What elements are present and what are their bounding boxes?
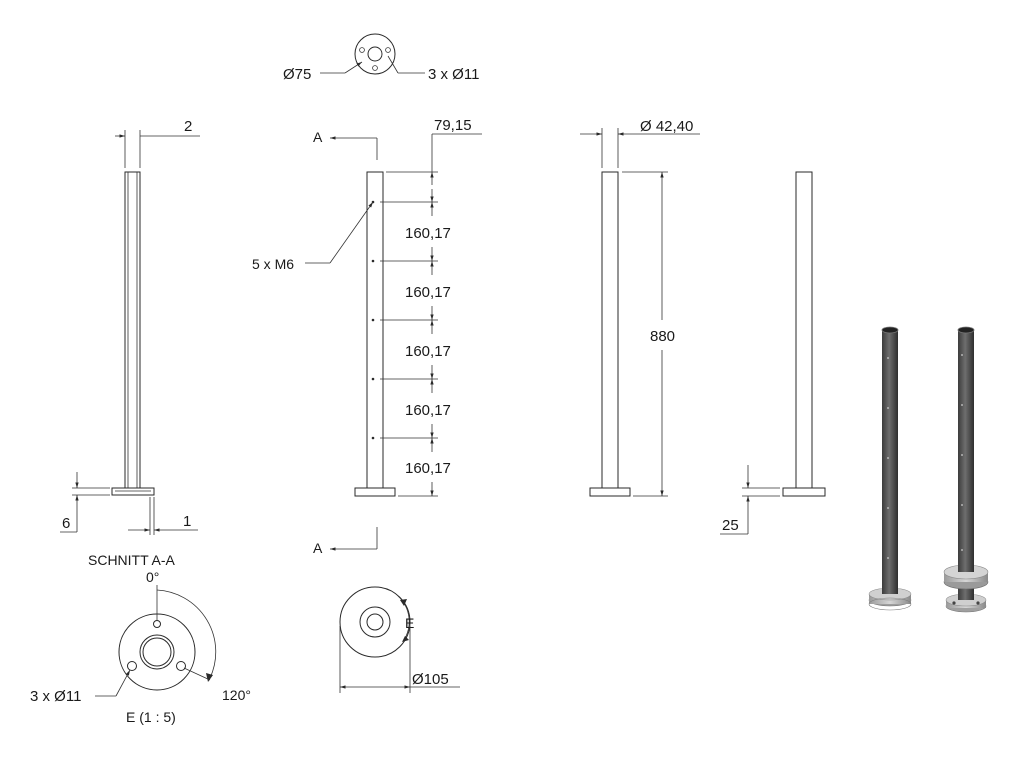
thread-hole [371,259,375,263]
render-hole [887,407,889,409]
render-tube [882,330,898,594]
render-base-edge [868,597,912,611]
right-view-tube [601,171,619,489]
render-post-2 [943,326,989,613]
detail-arrow [402,636,409,642]
spacing-dimension: 160,17 [405,343,451,360]
offset-dimension: 1 [183,513,191,530]
render-tube-top [957,326,975,334]
far-right-view-tube [795,171,813,489]
top-view-holes-label: 3 x Ø11 [428,66,479,83]
far-right-view-flange [782,487,826,497]
render-flange-hole [952,601,956,605]
render-hole [887,357,889,359]
angle-arc [156,589,217,679]
top-view-outer-circle [354,33,396,75]
render-tube-top [881,326,899,334]
leader-line [344,61,363,74]
render-hole [961,549,963,551]
base-height-dimension: 25 [722,517,739,534]
spacing-dimension: 160,17 [405,225,451,242]
top-view-hole [359,47,365,53]
right-view-flange [589,487,631,497]
detail-view: 0° 120° 3 x Ø11 E (1 : 5) [30,569,251,725]
angle-arrow [206,673,213,682]
detail-angle-top: 0° [146,569,159,585]
top-view-inner-circle [367,46,383,62]
section-marker-top: A [313,129,323,145]
leader-line [387,55,399,74]
detail-title: E (1 : 5) [126,709,176,725]
section-marker-bottom: A [313,540,323,556]
render-flange-hole [976,601,980,605]
detail-outer-circle [118,613,196,691]
section-diameter-dimension: Ø105 [412,671,449,688]
detail-hole [127,661,137,671]
leader-line [115,669,131,697]
detail-tube-inner [142,637,172,667]
detail-hole [176,661,186,671]
right-view: Ø 42,40 880 [580,118,700,497]
spacing-dimension: 160,17 [405,460,451,477]
section-middle-circle [359,606,391,638]
first-hole-dimension: 79,15 [434,117,472,134]
top-view-hole [385,47,391,53]
spacing-dimension: 160,17 [405,402,451,419]
height-dimension: 880 [650,328,675,345]
detail-marker: E [405,615,414,631]
detail-hole [153,620,161,628]
front-view: 2 6 1 [60,118,200,535]
section-title: SCHNITT A-A [88,552,176,568]
top-view-diameter-label: Ø75 [283,66,311,83]
side-view-flange [354,487,396,497]
detail-arc [397,595,410,641]
detail-angle: 120° [222,687,251,703]
front-view-tube [124,171,141,489]
flange-thickness-dimension: 6 [62,515,70,532]
section-outer-circle [339,586,411,658]
thread-callout: 5 x M6 [252,256,294,272]
detail-tube-outer [139,634,175,670]
section-view: E Ø105 SCHNITT A-A [88,552,460,693]
side-view: 79,15 160,17 160,17 160,17 160,17 160,17… [252,117,482,556]
detail-holes-label: 3 x Ø11 [30,688,81,705]
render-hole [961,354,963,356]
wall-thickness-dimension: 2 [184,118,192,135]
render-hole [887,507,889,509]
render-post-1 [868,326,912,611]
side-view-tube [366,171,384,489]
front-view-flange [111,487,155,496]
tube-diameter-dimension: Ø 42,40 [640,118,693,135]
render-hole [887,457,889,459]
top-view: Ø75 3 x Ø11 [283,33,479,83]
render-hole [961,504,963,506]
render-hole [961,454,963,456]
section-inner-circle [366,613,384,631]
render-hole [887,557,889,559]
thread-hole [371,377,375,381]
render-hole [961,404,963,406]
top-view-hole [372,65,378,71]
detail-arrow [400,599,407,606]
leader-line [329,201,374,264]
thread-hole [371,436,375,440]
render-tube [958,330,974,572]
far-right-view: 25 [720,171,826,535]
thread-hole [371,318,375,322]
angle-ray [183,667,211,681]
spacing-dimension: 160,17 [405,284,451,301]
